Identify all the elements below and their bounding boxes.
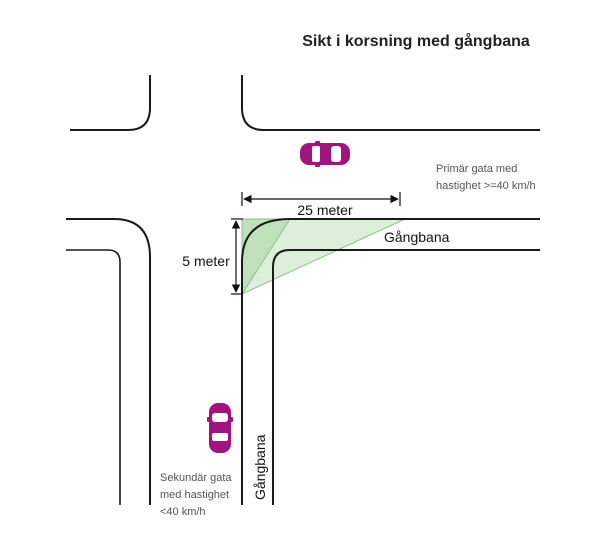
lower-left-road-edge-outer	[66, 218, 151, 505]
lower-right-sidewalk-edge	[272, 249, 540, 505]
primary-street-line-2: hastighet >=40 km/h	[436, 180, 536, 192]
lower-left-road-edge-inner	[66, 249, 121, 505]
secondary-street-line-1: Sekundär gata	[160, 472, 232, 484]
primary-street-line-1: Primär gata med	[436, 163, 517, 175]
sidewalk-label-vertical: Gångbana	[252, 434, 268, 500]
upper-road-edge-right	[241, 75, 540, 131]
dimension-label-vertical: 5 meter	[182, 253, 230, 269]
sidewalk-label-horizontal: Gångbana	[384, 229, 450, 245]
primary-street-note: Primär gata med hastighet >=40 km/h	[436, 163, 536, 192]
secondary-street-note: Sekundär gata med hastighet <40 km/h	[160, 472, 235, 518]
secondary-street-line-3: <40 km/h	[160, 506, 206, 518]
car-icon	[300, 141, 350, 167]
upper-road-edge-left	[70, 75, 151, 131]
car-icon	[207, 403, 233, 453]
dimension-label-horizontal: 25 meter	[297, 202, 353, 218]
diagram-title: Sikt i korsning med gångbana	[302, 32, 530, 50]
secondary-street-line-2: med hastighet	[160, 489, 229, 501]
lower-right-curb	[241, 218, 540, 505]
